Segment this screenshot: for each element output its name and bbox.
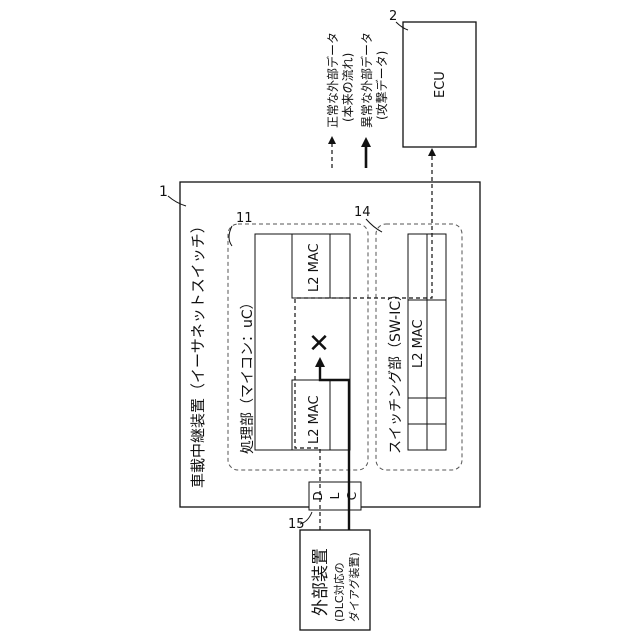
ecu-ref-leader [396, 22, 408, 30]
processing-mac-bottom-label: L2 MAC [307, 395, 322, 444]
dlc-letter-d: D [311, 491, 325, 500]
legend-normal-line1: 正常な外部データ [325, 32, 340, 128]
external-device-sublabel-2: ダイアグ装置) [347, 552, 361, 622]
processing-unit-label: 処理部（マイコン：uC） [240, 295, 256, 454]
dlc-letter-l: L [328, 492, 342, 499]
legend-abnormal-line2: (攻撃データ) [374, 51, 389, 120]
switching-unit-ref: 14 [354, 205, 371, 220]
relay-device-box [180, 182, 480, 507]
block-mark: ✕ [308, 329, 330, 359]
device-ref-leader [168, 196, 186, 206]
legend-abnormal-line1: 異常な外部データ [359, 32, 374, 128]
ecu-ref: 2 [389, 9, 397, 24]
legend-normal-line2: (本来の流れ) [341, 53, 355, 122]
processing-mac-top-label: L2 MAC [307, 243, 322, 292]
ecu-label: ECU [433, 71, 448, 98]
switching-unit-ref-leader [366, 219, 382, 232]
processing-inner-block [255, 234, 350, 450]
external-device-sublabel-1: (DLC対応の [332, 562, 346, 622]
processing-unit-ref: 11 [236, 211, 253, 226]
device-ref: 1 [159, 184, 168, 200]
switching-unit-label: スイッチング部（SW-IC） [388, 287, 404, 454]
device-title: 車載中継装置（イーサネットスイッチ） [189, 218, 207, 488]
dlc-letter-c: C [345, 492, 359, 500]
external-device-label: 外部装置 [311, 548, 331, 616]
switching-mac-label: L2 MAC [411, 319, 426, 368]
